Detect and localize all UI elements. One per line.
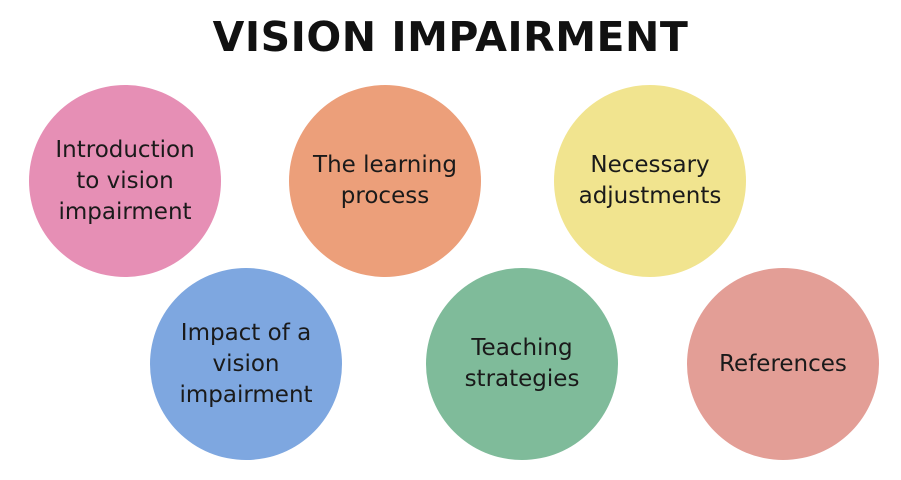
topic-circle-learning-process[interactable]: The learning process bbox=[289, 85, 481, 277]
topic-circle-necessary-adjustments[interactable]: Necessary adjustments bbox=[554, 85, 746, 277]
topic-label-necessary-adjustments: Necessary adjustments bbox=[578, 152, 722, 209]
topic-label-teaching-strategies: Teaching strategies bbox=[464, 335, 580, 392]
page-title: VISION IMPAIRMENT bbox=[212, 13, 689, 61]
topic-circle-impact[interactable]: Impact of a vision impairment bbox=[150, 268, 342, 460]
topic-circle-teaching-strategies[interactable]: Teaching strategies bbox=[426, 268, 618, 460]
topic-label-references: References bbox=[719, 350, 847, 377]
topic-label-learning-process: The learning process bbox=[313, 152, 457, 209]
topic-circle-introduction[interactable]: Introduction to vision impairment bbox=[29, 85, 221, 277]
topic-label-introduction: Introduction to vision impairment bbox=[55, 136, 195, 225]
topic-circle-references[interactable]: References bbox=[687, 268, 879, 460]
topic-label-impact: Impact of a vision impairment bbox=[179, 319, 313, 408]
